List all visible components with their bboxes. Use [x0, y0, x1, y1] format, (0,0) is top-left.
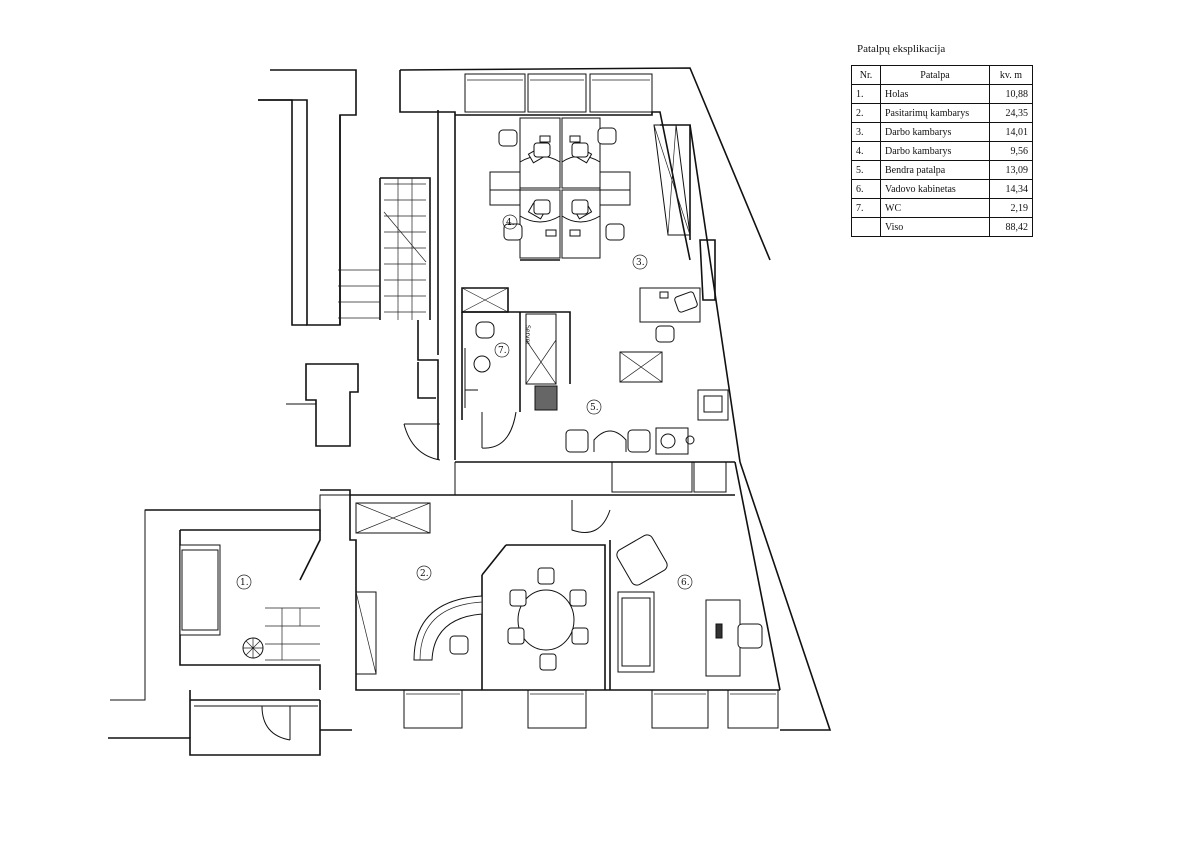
row-name: Pasitarimų kambarys	[880, 103, 990, 123]
room-label-1: 1.	[240, 578, 249, 588]
room-label-5: 5.	[590, 403, 599, 413]
row-area: 24,35	[989, 103, 1033, 123]
room3-desk	[639, 287, 701, 343]
row-nr: 6.	[851, 179, 881, 199]
wc-fixtures	[464, 321, 495, 408]
header-name: Patalpa	[880, 65, 990, 85]
kitchenette	[565, 389, 729, 455]
legend-header-row: Nr. Patalpa kv. m	[851, 65, 1033, 85]
room-label-6: 6.	[681, 578, 690, 588]
row-name: Viso	[880, 217, 990, 237]
top-windows	[464, 73, 653, 113]
row-nr: 5.	[851, 160, 881, 180]
row-area: 10,88	[989, 84, 1033, 104]
row-name: Darbo kambarys	[880, 141, 990, 161]
left-small-block	[286, 362, 436, 447]
director-office-furniture	[616, 534, 763, 677]
row-nr: 4.	[851, 141, 881, 161]
row-area: 9,56	[989, 141, 1033, 161]
row-area: 14,01	[989, 122, 1033, 142]
row-name: Bendra patalpa	[880, 160, 990, 180]
row-nr: 1.	[851, 84, 881, 104]
room-label-3: 3.	[636, 258, 645, 268]
row-nr	[851, 217, 881, 237]
row-name: Darbo kambarys	[880, 122, 990, 142]
row-nr: 3.	[851, 122, 881, 142]
row-nr: 7.	[851, 198, 881, 218]
stair-treads	[338, 178, 427, 320]
room-label-4: 4.	[506, 218, 515, 228]
row-area: 88,42	[989, 217, 1033, 237]
row-area: 13,09	[989, 160, 1033, 180]
office-chairs	[498, 127, 625, 241]
stairwell-walls	[258, 67, 771, 460]
room-label-7: 7.	[498, 346, 507, 356]
server-label: Server	[524, 325, 531, 345]
row-area: 2,19	[989, 198, 1033, 218]
row-name: WC	[880, 198, 990, 218]
meeting-room-furniture	[413, 567, 589, 671]
row-name: Holas	[880, 84, 990, 104]
hall-furniture	[179, 544, 320, 741]
server-cabinet: Server	[524, 313, 558, 411]
upper-office-walls	[455, 111, 741, 463]
lower-windows	[355, 461, 779, 729]
legend-title: Patalpų eksplikacija	[857, 43, 946, 55]
room-labels: 1. 2. 3. 4. 5. 6. 7.	[236, 214, 693, 590]
header-area: kv. m	[989, 65, 1033, 85]
row-nr: 2.	[851, 103, 881, 123]
room-legend: Patalpų eksplikacija Nr. Patalpa kv. m 1…	[851, 43, 1033, 237]
room-label-2: 2.	[420, 569, 429, 579]
row-area: 14,34	[989, 179, 1033, 199]
row-name: Vadovo kabinetas	[880, 179, 990, 199]
header-nr: Nr.	[851, 65, 881, 85]
